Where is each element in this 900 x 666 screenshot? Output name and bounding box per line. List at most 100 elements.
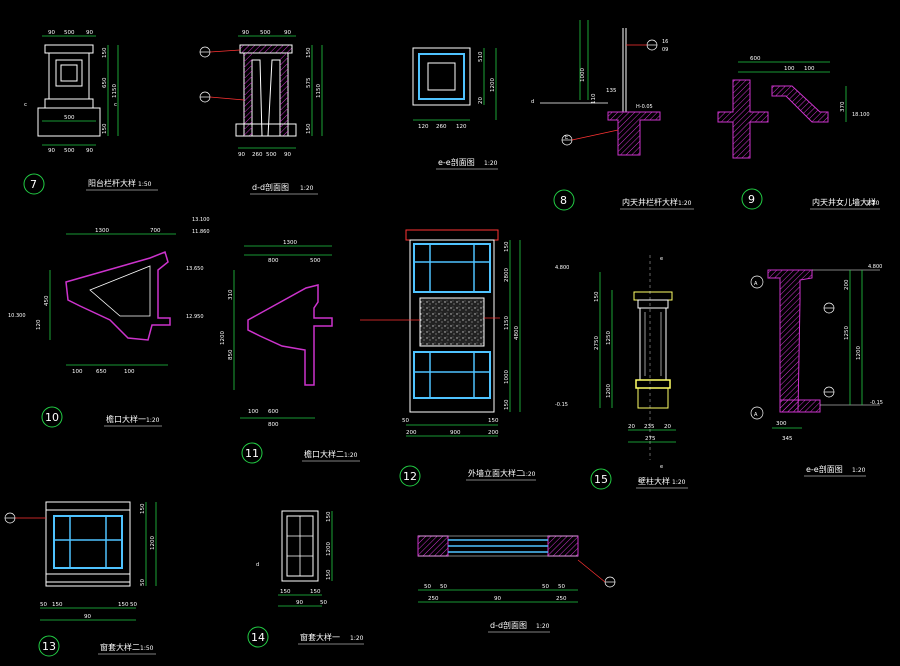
ee2-side-2: 1250 [844, 326, 850, 340]
ee2-elev-top: 4.800 [868, 264, 882, 270]
d11-side-2: 1200 [220, 331, 226, 345]
ee2-bot-1: 300 [776, 421, 787, 427]
d8-ref-e: E [565, 135, 568, 141]
d15-bot-2: 235 [644, 424, 655, 430]
d12-side-3: 1150 [504, 316, 510, 330]
detail-13-window-surround: 150 1200 50 50 150 90 150 50 13 窗套大样二 1:… [4, 501, 157, 657]
d8-mark: d [531, 99, 534, 105]
d7-dim-mid: 500 [64, 115, 75, 121]
d10-number: 10 [45, 411, 59, 424]
ee1-side-1: 510 [478, 51, 484, 62]
d8-ref-09: 09 [662, 47, 668, 53]
ee2-scale: 1:20 [852, 467, 866, 474]
d14-side-3: 150 [326, 569, 332, 580]
ee1-side-2: 1200 [490, 78, 496, 92]
d14-number: 14 [251, 631, 265, 644]
d12-side-2: 2800 [504, 268, 510, 282]
dd2-bot-1: 50 [424, 584, 431, 590]
d10-side-2: 120 [36, 319, 42, 330]
d15-bot-3: 20 [664, 424, 671, 430]
dd2-bot-5: 250 [428, 596, 439, 602]
ee1-side-3: 20 [478, 97, 484, 104]
ee1-title: e-e剖面图 [438, 157, 475, 167]
d11-bot-2: 600 [268, 409, 279, 415]
d11-side-1: 310 [228, 289, 234, 300]
d7-dim-bot-3: 90 [86, 148, 93, 154]
dd1-side-total: 1150 [316, 84, 322, 98]
d11-number: 11 [245, 447, 259, 460]
d14-bot-4: 50 [320, 600, 327, 606]
dd2-title: d-d剖面图 [490, 620, 527, 630]
d13-bot-2: 150 [52, 602, 63, 608]
d10-elev-2: 11.860 [192, 229, 210, 235]
d15-side-2: 1250 [606, 331, 612, 345]
detail-10-eave: 1300 700 13.100 11.860 10.300 100 650 10… [8, 217, 210, 428]
d12-title: 外墙立面大样二 [468, 468, 524, 478]
d7-scale: 1:50 [138, 181, 152, 188]
d13-scale: 1:50 [140, 645, 154, 652]
d8-title: 内天井栏杆大样 [622, 197, 678, 207]
ee2-mark-a-bot: A [754, 412, 758, 418]
d13-bot-4: 150 [118, 602, 129, 608]
detail-ee-section-right: 4.800 -0.15 200 1250 1200 300 345 A A e-… [750, 264, 883, 477]
dd2-scale: 1:20 [536, 623, 550, 630]
d12-bot-1: 50 [402, 418, 409, 424]
detail-7-balcony-railing: 90 500 90 500 90 500 90 150 650 1150 150… [23, 30, 158, 195]
d10-elev-1: 13.100 [192, 217, 210, 223]
detail-12-facade: 150 2800 1150 1000 4800 150 50 150 200 9… [360, 229, 536, 487]
d8-scale: 1:20 [678, 200, 692, 207]
d7-dim-top-2: 500 [64, 30, 75, 36]
d15-bot-4: 275 [645, 436, 656, 442]
d15-elev-top: 4.800 [555, 265, 569, 271]
d7-dim-top-1: 90 [48, 30, 55, 36]
d11-scale: 1:20 [344, 452, 358, 459]
d7-mark-c-left: c [24, 102, 27, 108]
d13-bot-5: 50 [130, 602, 137, 608]
d15-side-1: 150 [594, 291, 600, 302]
d13-number: 13 [42, 640, 56, 653]
d9-number: 9 [748, 193, 755, 206]
d15-side-4: 1200 [606, 384, 612, 398]
d9-dim-1: 600 [750, 56, 761, 62]
d15-title: 壁柱大样 [638, 476, 670, 486]
d11-bot-3: 800 [268, 422, 279, 428]
d15-elev-bot: -0.15 [555, 402, 568, 408]
d13-bot-3: 90 [84, 614, 91, 620]
d9-dim-2: 100 [784, 66, 795, 72]
d13-side-3: 50 [140, 579, 146, 586]
d13-title: 窗套大样二 [100, 642, 140, 652]
detail-9-parapet: 600 100 100 370 18.100 9 内天井女儿墙大样 1:20 [717, 56, 880, 210]
d12-side-4: 1000 [504, 370, 510, 384]
dd2-bot-6: 90 [494, 596, 501, 602]
dd1-bot-2: 260 [252, 152, 263, 158]
d12-bot-3: 200 [406, 430, 417, 436]
d14-bot-2: 90 [296, 600, 303, 606]
ee1-scale: 1:20 [484, 160, 498, 167]
d11-bot-1: 100 [248, 409, 259, 415]
dd2-bot-3: 50 [542, 584, 549, 590]
detail-dd-section-bottom: 50 50 50 50 250 90 250 d-d剖面图 1:20 [417, 535, 616, 633]
d15-mark-e-bot: e [660, 464, 663, 470]
dd1-top-3: 90 [284, 30, 291, 36]
d12-side-total: 4800 [514, 326, 520, 340]
d10-bot-2: 650 [96, 369, 107, 375]
d11-top-3: 500 [310, 258, 321, 264]
detail-11-eave: 1300 800 500 13.650 12.950 100 600 800 3… [186, 240, 360, 464]
d8-ref-16: 16 [662, 39, 668, 45]
d14-side-1: 150 [326, 511, 332, 522]
d9-elev: 18.100 [852, 112, 870, 118]
ee2-mark-a-top: A [754, 281, 758, 287]
d10-bot-1: 100 [72, 369, 83, 375]
ee2-bot-2: 345 [782, 436, 793, 442]
dd1-side-1: 150 [306, 47, 312, 58]
d7-dim-top-3: 90 [86, 30, 93, 36]
ee2-elev-bot: -0.15 [870, 400, 883, 406]
d7-side-1: 150 [102, 47, 108, 58]
ee1-bot-1: 120 [418, 124, 429, 130]
d11-title: 檐口大样二 [304, 449, 344, 459]
ee2-side-1: 200 [844, 279, 850, 290]
d11-side-3: 850 [228, 349, 234, 360]
dd2-bot-2: 50 [440, 584, 447, 590]
d9-scale: 1:20 [866, 200, 880, 207]
dd1-title: d-d剖面图 [252, 182, 289, 192]
